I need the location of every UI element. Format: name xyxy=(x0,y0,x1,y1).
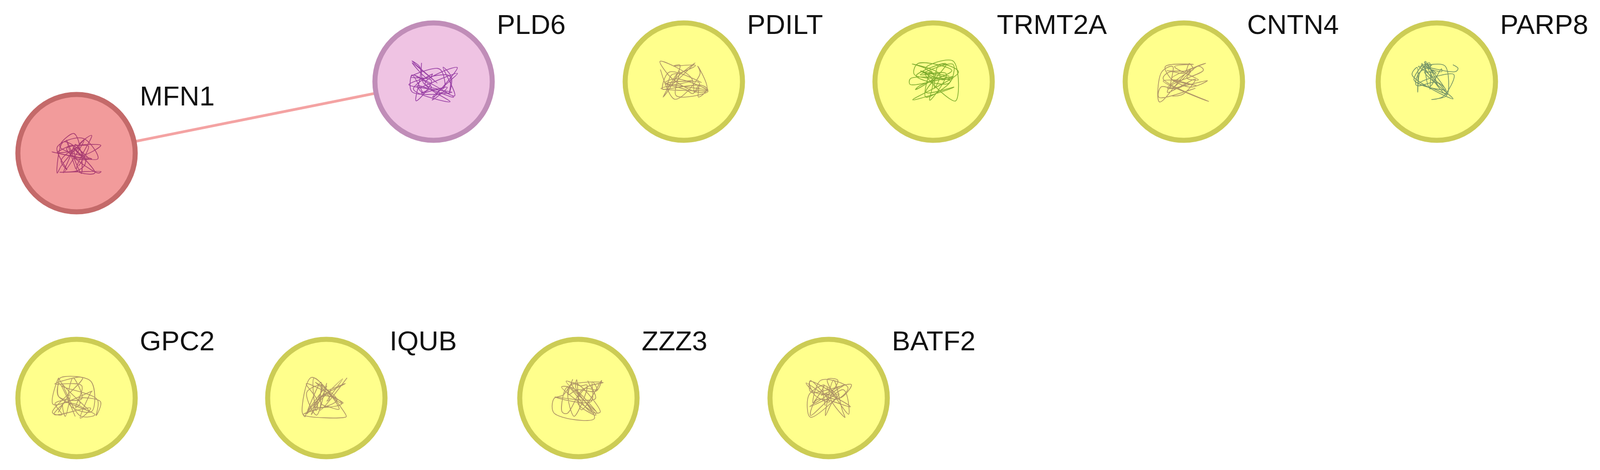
protein-node: BATF2 xyxy=(767,336,891,460)
protein-node: MFN1 xyxy=(15,91,138,215)
node-circle xyxy=(622,20,746,143)
protein-node: CNTN4 xyxy=(1122,20,1246,143)
structure-thumbnail xyxy=(52,376,101,418)
node-circle xyxy=(767,336,891,460)
structure-thumbnail xyxy=(408,60,458,102)
gene-label: MFN1 xyxy=(139,82,215,110)
node-circle-shape xyxy=(874,22,993,141)
structure-thumbnail xyxy=(302,377,347,418)
protein-node: PLD6 xyxy=(372,20,495,143)
gene-label: ZZZ3 xyxy=(641,327,708,355)
protein-node: PDILT xyxy=(622,20,746,143)
node-circle xyxy=(872,20,996,143)
structure-thumbnail xyxy=(659,60,709,99)
node-circle xyxy=(1122,20,1246,143)
node-circle xyxy=(15,91,138,215)
node-circle-shape xyxy=(267,339,385,457)
structure-thumbnail xyxy=(806,378,852,418)
structure-thumbnail xyxy=(909,60,959,102)
node-circle-shape xyxy=(625,22,743,141)
structure-thumbnail xyxy=(1157,63,1209,102)
gene-label: IQUB xyxy=(389,327,457,355)
node-circle-shape xyxy=(17,94,136,212)
gene-label: GPC2 xyxy=(139,327,215,355)
node-circle-shape xyxy=(17,339,136,457)
node-circle-shape xyxy=(519,339,638,457)
protein-node: GPC2 xyxy=(15,336,138,460)
protein-node: TRMT2A xyxy=(872,20,996,143)
node-circle xyxy=(15,336,138,460)
node-circle xyxy=(516,336,640,460)
node-circle xyxy=(264,336,388,460)
gene-label: BATF2 xyxy=(891,327,976,355)
protein-node: PARP8 xyxy=(1375,20,1499,143)
node-circle-shape xyxy=(374,22,493,141)
protein-node: ZZZ3 xyxy=(516,336,640,460)
protein-node: IQUB xyxy=(264,336,388,460)
gene-label: TRMT2A xyxy=(996,10,1107,39)
gene-label: PDILT xyxy=(747,10,824,39)
node-circle xyxy=(1375,20,1499,143)
gene-label: PARP8 xyxy=(1500,10,1589,39)
node-circle-shape xyxy=(1378,22,1496,141)
structure-thumbnail xyxy=(51,133,102,175)
structure-thumbnail xyxy=(552,379,604,421)
node-circle-shape xyxy=(1125,22,1243,141)
node-circle xyxy=(372,20,495,143)
gene-label: CNTN4 xyxy=(1247,10,1339,39)
structure-thumbnail xyxy=(1412,61,1458,100)
gene-label: PLD6 xyxy=(496,10,566,39)
node-circle-shape xyxy=(769,339,888,457)
